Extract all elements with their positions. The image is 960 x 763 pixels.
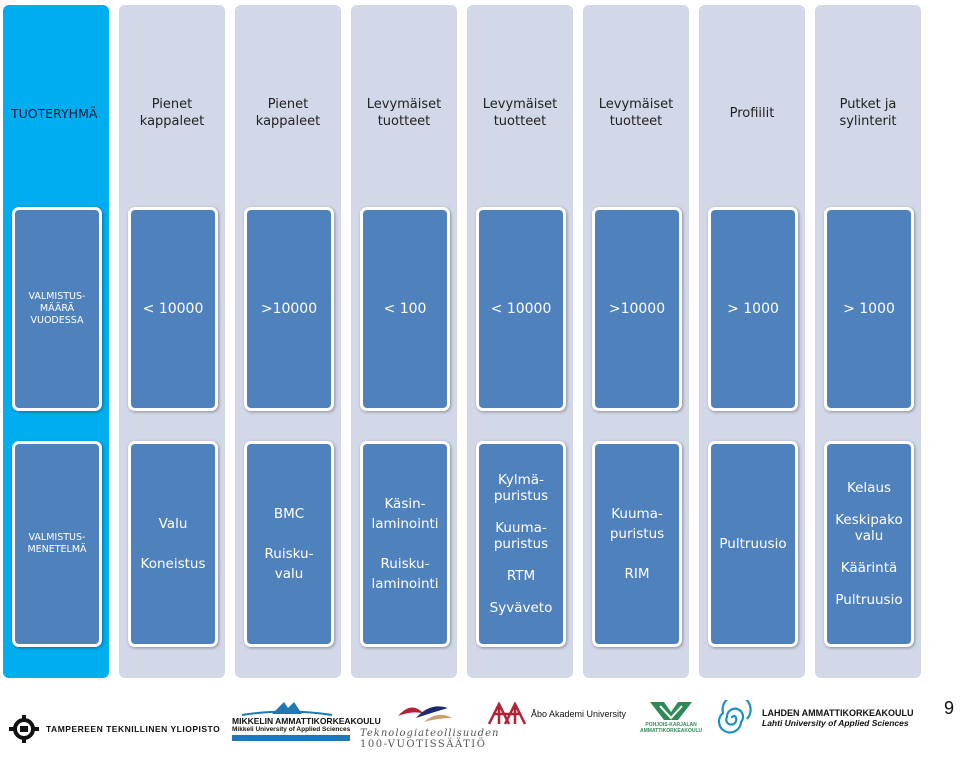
- method-box: Pultruusio: [708, 441, 798, 647]
- column-header: Putket ja sylinterit: [839, 97, 897, 129]
- pkamk-subtitle: AMMATTIKORKEAKOULU: [640, 728, 703, 734]
- footer-logos: TAMPEREEN TEKNILLINEN YLIOPISTO MIKKELIN…: [0, 690, 960, 763]
- column-4: Levymäiset tuotteet < 10000 Kylmä- puris…: [467, 5, 573, 678]
- abo-name: Åbo Akademi University: [531, 709, 627, 719]
- logo-pkamk: POHJOIS-KARJALAN AMMATTIKORKEAKOULU: [640, 700, 702, 734]
- column-1: Pienet kappaleet < 10000 Valu Koneistus: [119, 5, 225, 678]
- quantity-box: < 10000: [128, 207, 218, 411]
- column-header: Pienet kappaleet: [139, 97, 205, 129]
- tty-gear-icon: [9, 715, 39, 743]
- logo-lamk: LAHDEN AMMATTIKORKEAKOULU Lahti Universi…: [714, 700, 913, 736]
- tty-name: TAMPEREEN TEKNILLINEN YLIOPISTO: [46, 724, 221, 734]
- logo-teknologiateollisuus: Teknologiateollisuuden 100-VUOTISSÄÄTIÖ: [360, 698, 499, 750]
- pkamk-mark-icon: [650, 702, 693, 720]
- tek-name: Teknologiateollisuuden: [360, 728, 500, 739]
- column-header: Pienet kappaleet: [255, 97, 321, 129]
- lamk-name: LAHDEN AMMATTIKORKEAKOULU: [762, 708, 914, 718]
- page-number: 9: [944, 698, 955, 718]
- mamk-name: MIKKELIN AMMATTIKORKEAKOULU: [232, 716, 381, 726]
- quantity-box: > 1000: [708, 207, 798, 411]
- quantity-box: > 1000: [824, 207, 914, 411]
- column-tuoteryhma: TUOTERYHMÄ VALMISTUS- MÄÄRÄ VUODESSA VAL…: [3, 5, 109, 678]
- column-5: Levymäiset tuotteet >10000 Kuuma- purist…: [583, 5, 689, 678]
- mamk-subtitle: Mikkeli University of Applied Sciences: [232, 726, 351, 733]
- lamk-subtitle: Lahti University of Applied Sciences: [762, 718, 909, 728]
- logo-abo: Åbo Akademi University: [487, 702, 626, 726]
- tek-subtitle: 100-VUOTISSÄÄTIÖ: [360, 739, 487, 750]
- column-3: Levymäiset tuotteet < 100 Käsin- laminoi…: [351, 5, 457, 678]
- abo-arch-icon: [487, 702, 527, 725]
- method-box: Kelaus Keskipako valu Käärintä Pultruusi…: [824, 441, 914, 647]
- pkamk-name: POHJOIS-KARJALAN: [645, 722, 697, 728]
- method-box: BMC Ruisku- valu: [244, 441, 334, 647]
- column-header: TUOTERYHMÄ: [11, 105, 98, 121]
- method-box: Valu Koneistus: [128, 441, 218, 647]
- tek-bird-icon: [398, 706, 452, 722]
- column-header: Levymäiset tuotteet: [598, 97, 674, 129]
- quantity-label-box: VALMISTUS- MÄÄRÄ VUODESSA: [12, 207, 102, 411]
- lamk-spiral-icon: [717, 700, 752, 734]
- quantity-box: < 100: [360, 207, 450, 411]
- column-header: Levymäiset tuotteet: [482, 97, 558, 129]
- quantity-box: >10000: [592, 207, 682, 411]
- method-box: Kylmä- puristus Kuuma- puristus RTM Syvä…: [476, 441, 566, 647]
- quantity-box: < 10000: [476, 207, 566, 411]
- column-header: Profiilit: [729, 105, 775, 121]
- method-box: Kuuma- puristus RIM: [592, 441, 682, 647]
- column-6: Profiilit > 1000 Pultruusio: [699, 5, 805, 678]
- method-box: Käsin- laminointi Ruisku- laminointi: [360, 441, 450, 647]
- logo-mamk: MIKKELIN AMMATTIKORKEAKOULU Mikkeli Univ…: [232, 700, 381, 741]
- column-2: Pienet kappaleet >10000 BMC Ruisku- valu: [235, 5, 341, 678]
- quantity-box: >10000: [244, 207, 334, 411]
- mamk-wave-icon: [241, 702, 333, 716]
- method-label-box: VALMISTUS- MENETELMÄ: [12, 441, 102, 647]
- lamk-text: LAHDEN AMMATTIKORKEAKOULU Lahti Universi…: [762, 708, 913, 728]
- logo-tty: TAMPEREEN TEKNILLINEN YLIOPISTO: [8, 714, 220, 744]
- mamk-bar: [232, 735, 350, 741]
- column-header: Levymäiset tuotteet: [366, 97, 442, 129]
- column-7: Putket ja sylinterit > 1000 Kelaus Keski…: [815, 5, 921, 678]
